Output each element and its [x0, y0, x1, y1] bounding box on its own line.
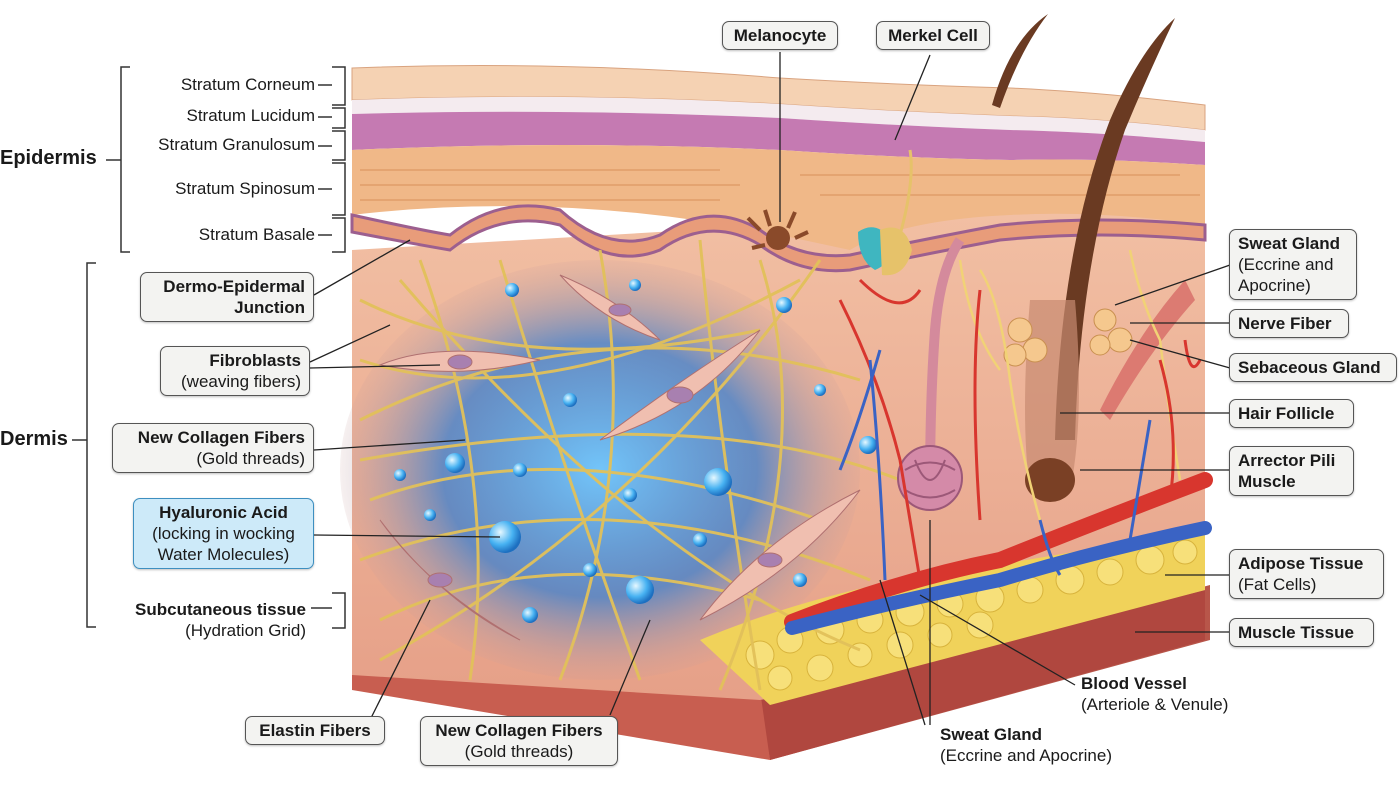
sweat-bottom-sub: (Eccrine and Apocrine): [940, 746, 1112, 765]
hair-shaft-back: [992, 14, 1048, 108]
adipose-title: Adipose Tissue: [1238, 554, 1364, 573]
venule: [785, 521, 1212, 635]
fibroblasts-sub: (weaving fibers): [181, 372, 301, 391]
stratum-granulosum: [352, 111, 1205, 165]
arrector-title-1: Arrector Pili: [1238, 451, 1336, 470]
sweat-right-sub-2: Apocrine): [1238, 276, 1311, 295]
brackets: [72, 66, 346, 629]
capillaries-blue: [838, 349, 1152, 581]
ha-sub-1: (locking in wocking: [152, 524, 295, 543]
adipose-tissue-label: Adipose Tissue (Fat Cells): [1229, 549, 1384, 599]
collagen-sub: (Gold threads): [196, 449, 305, 468]
blood-vessel-label: Blood Vessel (Arteriole & Venule): [1081, 673, 1261, 715]
arrector-pili-label: Arrector Pili Muscle: [1229, 446, 1354, 496]
block-right-face: [760, 588, 1205, 760]
dermis-label: Dermis: [0, 428, 68, 450]
dej-sub: Junction: [234, 298, 305, 317]
spinosum-cells: [360, 169, 1200, 201]
hair-bulb: [1025, 458, 1075, 502]
stratum-lucidum: [352, 96, 1205, 142]
hair-title: Hair Follicle: [1238, 404, 1335, 423]
melanocyte-title: Melanocyte: [733, 26, 827, 45]
arteriole: [784, 472, 1213, 630]
merkel-cell: [858, 149, 913, 276]
stratum-basale-label: Stratum Basale: [198, 225, 315, 244]
subcutaneous-label: Subcutaneous tissue (Hydration Grid): [112, 599, 306, 641]
collagen2-sub: (Gold threads): [464, 742, 574, 761]
arrector-title-2: Muscle: [1238, 472, 1296, 491]
adipose-sub: (Fat Cells): [1238, 575, 1317, 594]
collagen-fibers-label: New Collagen Fibers (Gold threads): [112, 423, 314, 473]
merkel-title: Merkel Cell: [888, 26, 978, 45]
hair-follicle-label: Hair Follicle: [1229, 399, 1354, 428]
stratum-lucidum-label: Stratum Lucidum: [186, 106, 316, 125]
elastin-title: Elastin Fibers: [259, 721, 371, 740]
sebaceous-title: Sebaceous Gland: [1238, 358, 1381, 377]
muscle-tissue-label: Muscle Tissue: [1229, 618, 1374, 647]
leader-lines: [309, 52, 1231, 726]
sweat-duct: [925, 237, 965, 491]
water-molecules: [394, 279, 877, 623]
sebaceous-gland: [1003, 308, 1133, 367]
dermo-epidermal-junction-label: Dermo-Epidermal Junction: [140, 272, 314, 322]
blood-sub: (Arteriole & Venule): [1081, 695, 1229, 714]
sweat-right-sub-1: (Eccrine and: [1238, 255, 1334, 274]
merkel-cell-label: Merkel Cell: [876, 21, 990, 50]
stratum-corneum-label: Stratum Corneum: [180, 75, 315, 94]
sweat-gland-right-label: Sweat Gland (Eccrine and Apocrine): [1229, 229, 1357, 300]
subq-title: Subcutaneous tissue: [135, 600, 306, 619]
collagen2-title: New Collagen Fibers: [435, 721, 603, 740]
collagen-title: New Collagen Fibers: [137, 428, 305, 447]
nerve-fiber-label: Nerve Fiber: [1229, 309, 1349, 338]
hyaluronic-acid-label: Hyaluronic Acid (locking in wocking Wate…: [133, 498, 314, 569]
muscle-title: Muscle Tissue: [1238, 623, 1354, 642]
melanocyte-cell: [746, 209, 809, 250]
nerve-title: Nerve Fiber: [1238, 314, 1332, 333]
blood-title: Blood Vessel: [1081, 674, 1187, 693]
stratum-spinosum: [352, 145, 1205, 250]
sweat-right-title: Sweat Gland: [1238, 234, 1341, 253]
epidermis-label: Epidermis: [0, 147, 97, 169]
stratum-granulosum-label: Stratum Granulosum: [158, 135, 315, 154]
ha-sub-2: Water Molecules): [157, 545, 290, 564]
sweat-gland-bottom-label: Sweat Gland (Eccrine and Apocrine): [940, 724, 1140, 766]
fibroblasts-label: Fibroblasts (weaving fibers): [160, 346, 310, 396]
ha-title: Hyaluronic Acid: [159, 503, 288, 522]
elastin-fibers-label: Elastin Fibers: [245, 716, 385, 745]
dej-title: Dermo-Epidermal: [163, 277, 305, 296]
fibroblasts-title: Fibroblasts: [209, 351, 301, 370]
subq-sub: (Hydration Grid): [185, 621, 306, 640]
capillaries-red: [838, 278, 1202, 581]
sweat-bottom-title: Sweat Gland: [940, 725, 1043, 744]
melanocyte-label: Melanocyte: [722, 21, 838, 50]
sebaceous-gland-label: Sebaceous Gland: [1229, 353, 1397, 382]
collagen-fibers-bottom-label: New Collagen Fibers (Gold threads): [420, 716, 618, 766]
stratum-spinosum-label: Stratum Spinosum: [175, 179, 315, 198]
arrector-pili: [1100, 280, 1195, 420]
fibroblast-cells: [378, 274, 861, 641]
